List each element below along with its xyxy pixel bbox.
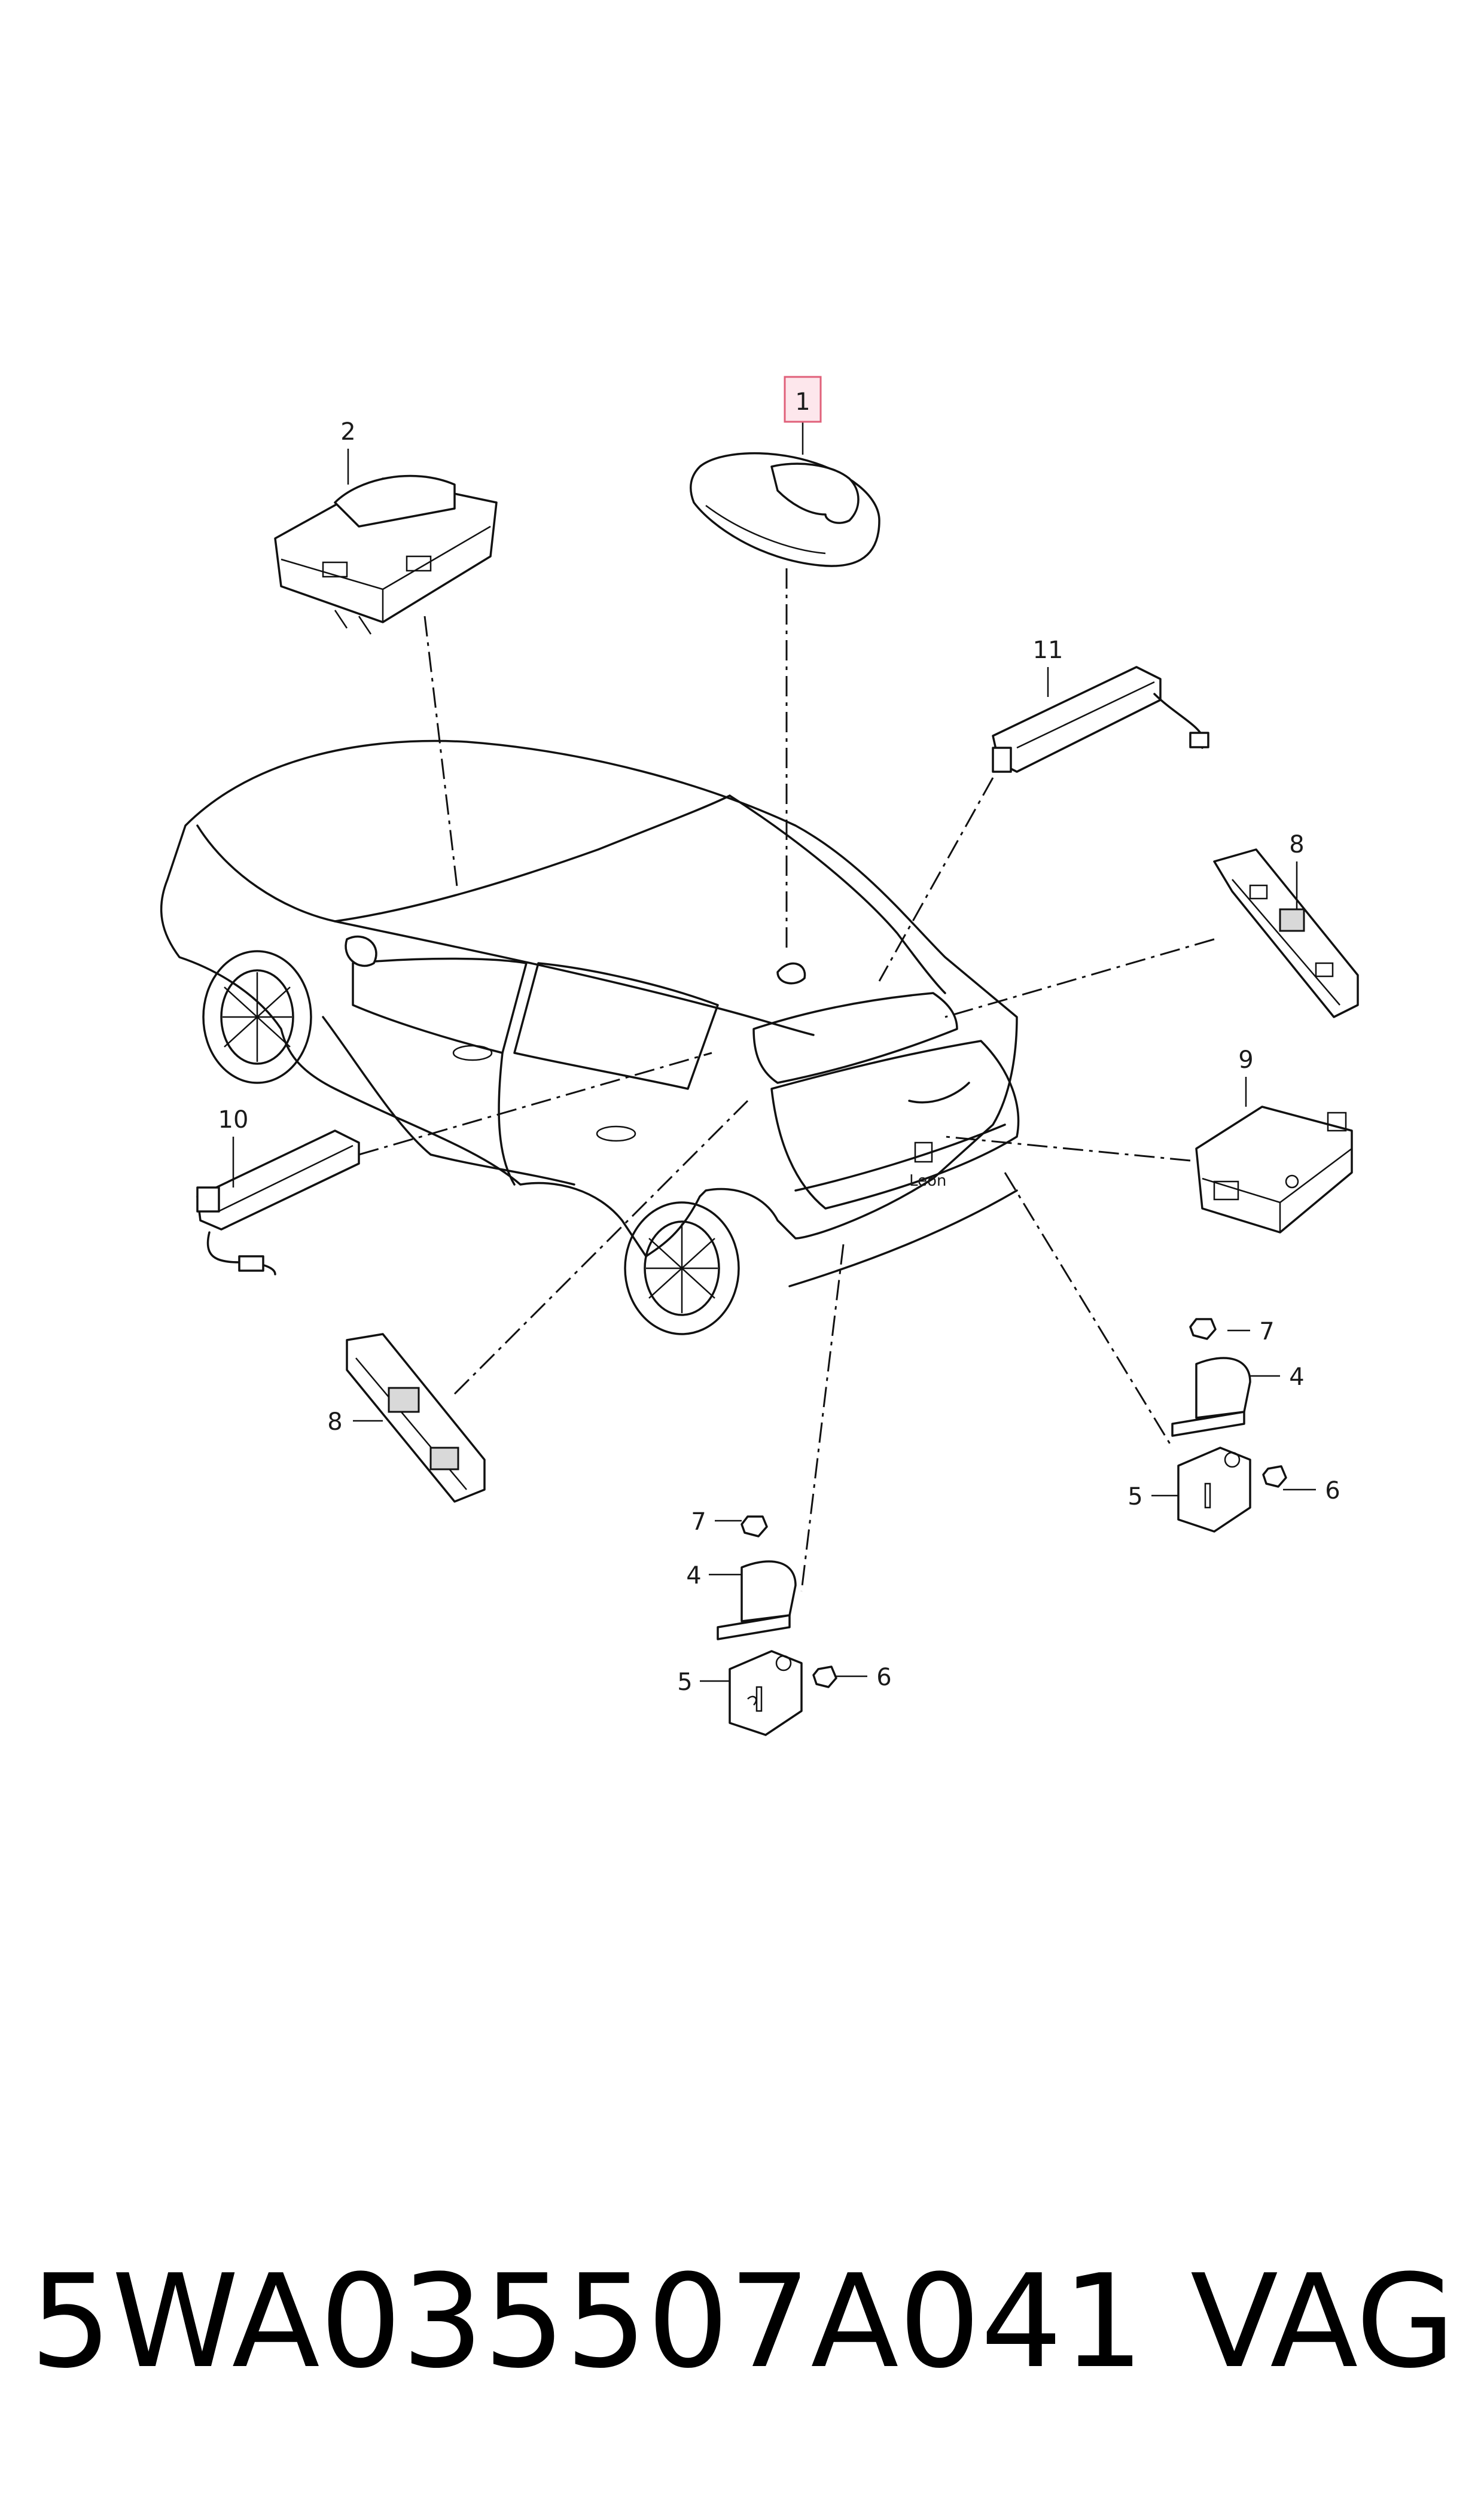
callout-1[interactable]: 1 xyxy=(795,388,810,416)
assembly-lines xyxy=(358,568,1215,1592)
callout-5-lower[interactable]: 5 xyxy=(677,1668,692,1696)
callout-9[interactable]: 9 xyxy=(1238,1046,1253,1074)
callout-11[interactable]: 11 xyxy=(1033,637,1064,664)
part-8-antenna-lower[interactable] xyxy=(346,1333,486,1503)
callout-8-lower[interactable]: 8 xyxy=(327,1408,342,1436)
callout-4-right[interactable]: 4 xyxy=(1289,1363,1304,1391)
brand-caption: VAG xyxy=(1190,2246,1456,2397)
callout-7-right[interactable]: 7 xyxy=(1259,1318,1274,1345)
callout-7-lower[interactable]: 7 xyxy=(691,1508,706,1536)
callout-leaders xyxy=(232,422,1316,1682)
callout-8-upper[interactable]: 8 xyxy=(1289,831,1304,858)
callout-10[interactable]: 10 xyxy=(218,1106,249,1134)
bracket-set-b[interactable] xyxy=(1171,1318,1287,1533)
part-1-roof-antenna[interactable] xyxy=(690,452,880,567)
part-11-antenna-module[interactable] xyxy=(992,666,1209,773)
callout-5-right[interactable]: 5 xyxy=(1128,1483,1142,1511)
part-2-control-unit[interactable] xyxy=(274,474,498,635)
callout-2[interactable]: 2 xyxy=(340,418,355,446)
car-badge-text: Leon xyxy=(909,1172,946,1190)
callout-1-highlight xyxy=(784,376,822,423)
callout-6-lower[interactable]: 6 xyxy=(876,1664,891,1691)
part-number-caption: 5WA035507A041 xyxy=(30,2246,1144,2397)
part-8-antenna-upper[interactable] xyxy=(1213,848,1359,1018)
callout-4-lower[interactable]: 4 xyxy=(686,1562,701,1590)
car-illustration: Leon xyxy=(160,739,1020,1335)
part-9-module[interactable] xyxy=(1195,1106,1353,1234)
callout-6-right[interactable]: 6 xyxy=(1325,1477,1340,1505)
bracket-set-a[interactable] xyxy=(717,1515,837,1736)
callout-labels: 1 2 11 8 9 10 8 7 4 5 6 7 4 5 6 xyxy=(218,376,1340,1696)
part-10-antenna-module[interactable] xyxy=(196,1129,360,1275)
